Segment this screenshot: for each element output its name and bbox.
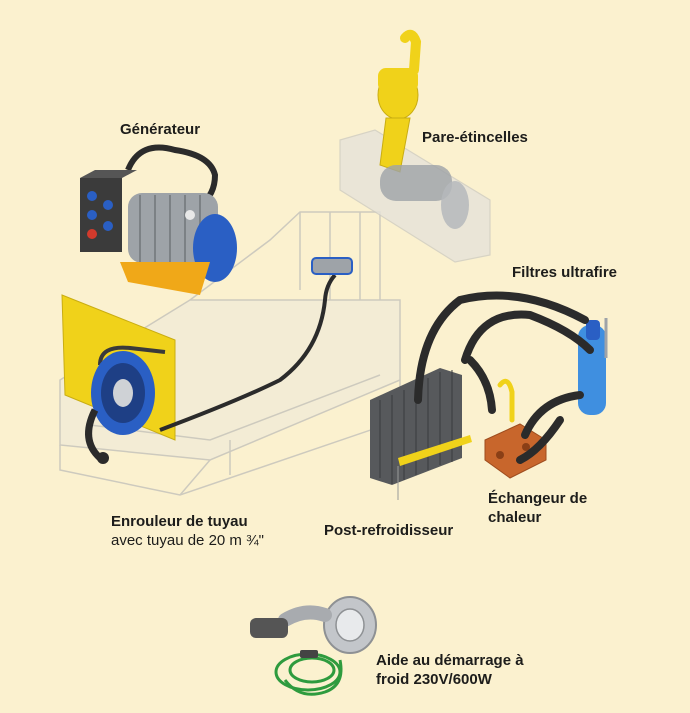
cold-start-aid-label: Aide au démarrage à froid 230V/600W [376,651,524,689]
spark-arrestor-label: Pare-étincelles [422,129,528,146]
heat-exchanger [484,378,547,479]
generator [80,144,237,295]
hose-reel-label-line1: Enrouleur de tuyau [111,513,248,530]
spark-arrestor [377,29,469,229]
hose-reel [61,294,176,464]
heat-exchanger-label-line2: chaleur [488,509,542,526]
cold-start-aid [250,596,377,696]
heat-exchanger-label: Échangeur de chaleur [488,489,587,527]
aftercooler [370,368,472,500]
hose-reel-label-line2: avec tuyau de 20 m ¾" [111,532,264,549]
generator-label: Générateur [120,121,201,138]
ultrafire-filters [578,318,608,415]
cooler-hoses [414,291,594,464]
ultrafire-filters-label: Filtres ultrafire [512,264,618,281]
hose-reel-label: Enrouleur de tuyau avec tuyau de 20 m ¾" [111,512,264,550]
hose-line [159,257,353,432]
heat-exchanger-label-line1: Échangeur de [488,490,588,507]
cold-start-aid-label-line2: froid 230V/600W [376,671,492,688]
aftercooler-label: Post-refroidisseur [324,522,454,539]
cold-start-aid-label-line1: Aide au démarrage à [376,652,524,669]
